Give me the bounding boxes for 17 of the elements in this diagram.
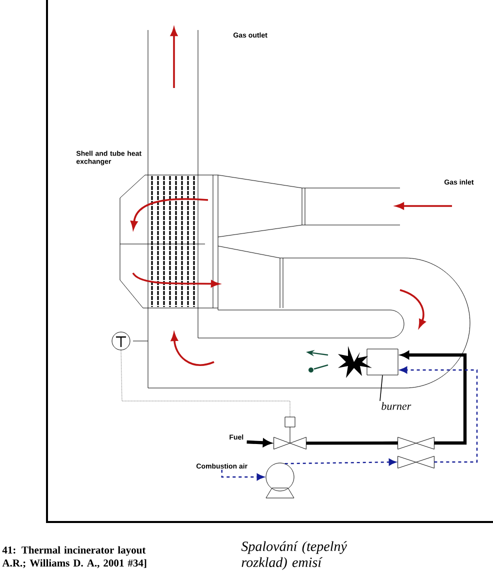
control-valve (274, 416, 306, 450)
blower-symbol (266, 462, 294, 498)
leader-line (380, 374, 383, 402)
valve-symbol (398, 436, 434, 450)
caption: 41: Thermal incinerator layout A.R.; Williams D. A., 2001 #34] (2, 546, 146, 568)
burner-box (366, 348, 398, 376)
handwritten-note: Spalování (tepelný rozklad) emisí (241, 541, 347, 570)
air-duct (221, 470, 264, 480)
signal-line (120, 350, 290, 418)
fuel-pipe (400, 351, 467, 445)
air-duct (400, 366, 478, 463)
temperature-sensor (112, 332, 130, 350)
handwritten-label: burner (382, 402, 412, 410)
valve-symbol (398, 456, 434, 468)
air-duct (284, 458, 396, 466)
fuel-pipe (306, 441, 398, 445)
fuel-pipe (246, 438, 272, 447)
